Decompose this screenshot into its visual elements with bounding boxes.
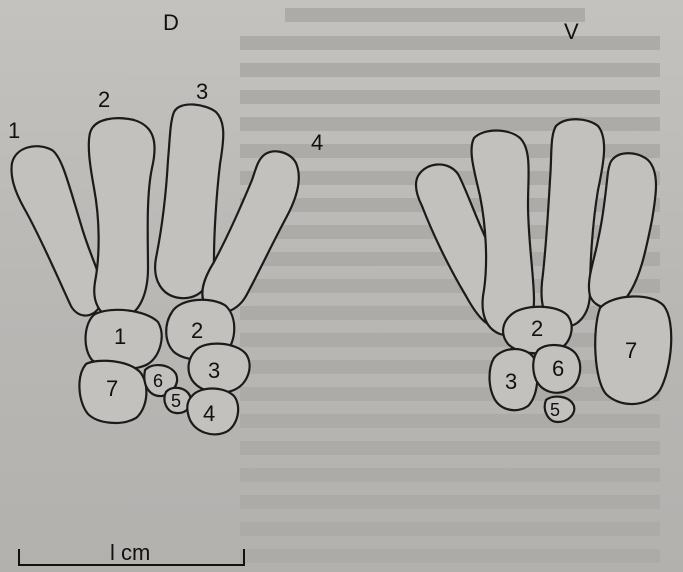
dorsal-metacarpal-4-label: 4 — [311, 130, 323, 155]
dorsal-metacarpal-2 — [89, 118, 155, 318]
scale-bar-label: l cm — [110, 540, 150, 565]
ventral-view-label: V — [564, 19, 579, 44]
dorsal-view-label: D — [163, 10, 179, 35]
dorsal-carpal-2-label: 2 — [191, 318, 203, 343]
ventral-view: V 2 3 5 6 7 — [416, 19, 671, 422]
dorsal-carpal-5-label: 5 — [171, 391, 181, 411]
dorsal-view: D 1 2 3 4 1 2 3 4 — [8, 10, 323, 434]
ventral-carpal-5-label: 5 — [550, 400, 560, 420]
ventral-carpal-3-label: 3 — [505, 369, 517, 394]
ventral-carpal-6-label: 6 — [552, 356, 564, 381]
scale-bar: l cm — [18, 540, 245, 566]
dorsal-carpal-3-label: 3 — [208, 358, 220, 383]
dorsal-carpal-6-label: 6 — [153, 371, 163, 391]
dorsal-carpal-4-label: 4 — [203, 401, 215, 426]
dorsal-metacarpal-1 — [12, 146, 104, 315]
dorsal-carpal-1-label: 1 — [114, 324, 126, 349]
ventral-carpal-2-label: 2 — [531, 316, 543, 341]
dorsal-metacarpal-2-label: 2 — [98, 87, 110, 112]
ventral-carpal-7-label: 7 — [625, 338, 637, 363]
dorsal-carpal-7-label: 7 — [106, 376, 118, 401]
dorsal-metacarpal-3-label: 3 — [196, 79, 208, 104]
dorsal-metacarpal-1-label: 1 — [8, 118, 20, 143]
